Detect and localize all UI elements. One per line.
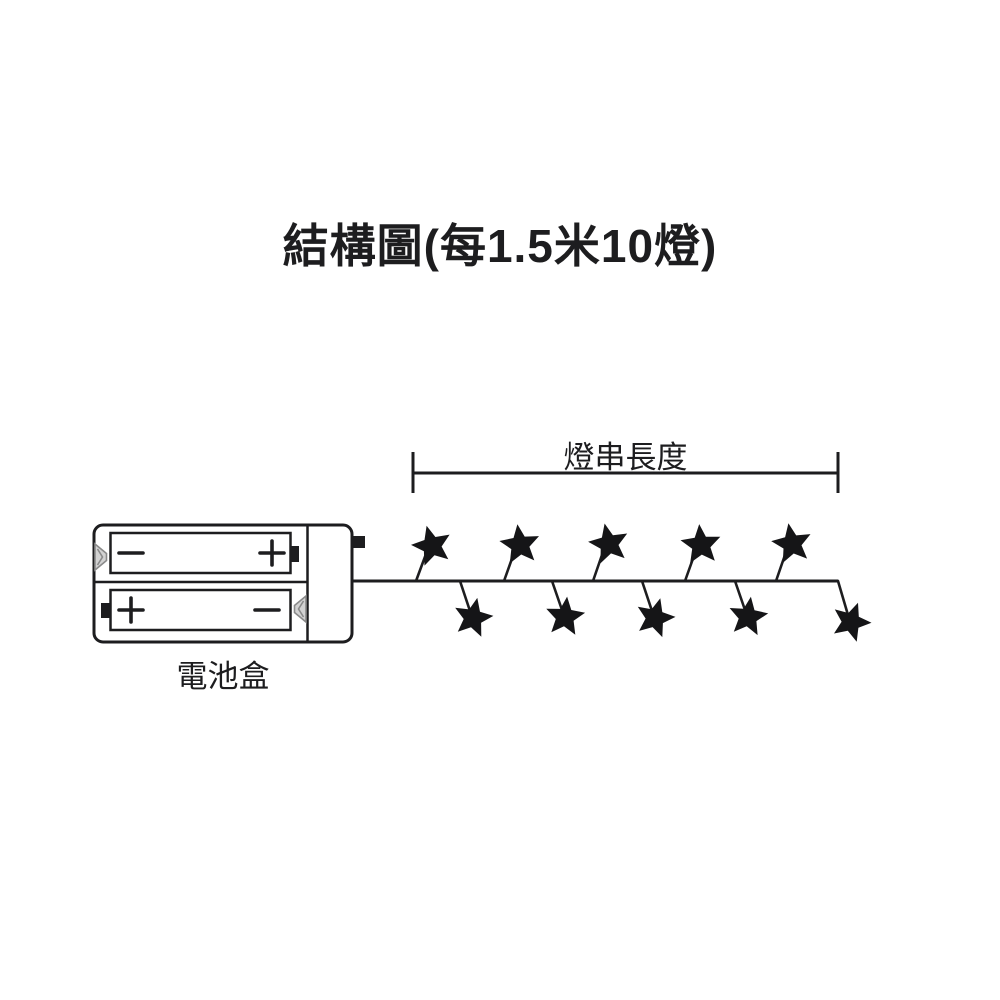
star-light bbox=[680, 524, 721, 563]
contact-tab-top-right bbox=[290, 546, 299, 562]
star-lights bbox=[411, 523, 872, 642]
terminal-symbol-plus bbox=[117, 596, 145, 624]
light-stem bbox=[458, 579, 472, 613]
light-stem bbox=[640, 579, 654, 613]
battery-terminal-symbols bbox=[117, 539, 286, 624]
star-light bbox=[729, 596, 769, 636]
terminal-symbol-plus bbox=[258, 539, 286, 567]
star-light bbox=[546, 596, 586, 635]
battery-box-label: 電池盒 bbox=[176, 659, 270, 694]
battery-box bbox=[92, 523, 365, 644]
star-light bbox=[455, 597, 494, 637]
spring-coil-line bbox=[96, 548, 104, 566]
light-stem bbox=[733, 579, 747, 612]
diagram-title: 結構圖(每1.5米10燈) bbox=[282, 220, 718, 272]
star-light bbox=[637, 598, 676, 638]
spring-contact-top-left bbox=[94, 542, 108, 572]
string-length-label: 燈串長度 bbox=[563, 440, 688, 475]
power-switch-tab bbox=[351, 536, 365, 548]
star-light bbox=[499, 524, 539, 564]
light-stem bbox=[836, 579, 850, 617]
contact-tab-bottom-left bbox=[101, 603, 110, 618]
dimension-line bbox=[411, 452, 840, 493]
star-light bbox=[411, 525, 450, 566]
spring-contact-bottom-right bbox=[293, 594, 307, 624]
star-light bbox=[834, 602, 872, 642]
light-stem bbox=[550, 579, 564, 612]
spring-coil-line bbox=[297, 600, 305, 618]
star-light bbox=[588, 523, 628, 564]
star-light bbox=[771, 523, 811, 563]
